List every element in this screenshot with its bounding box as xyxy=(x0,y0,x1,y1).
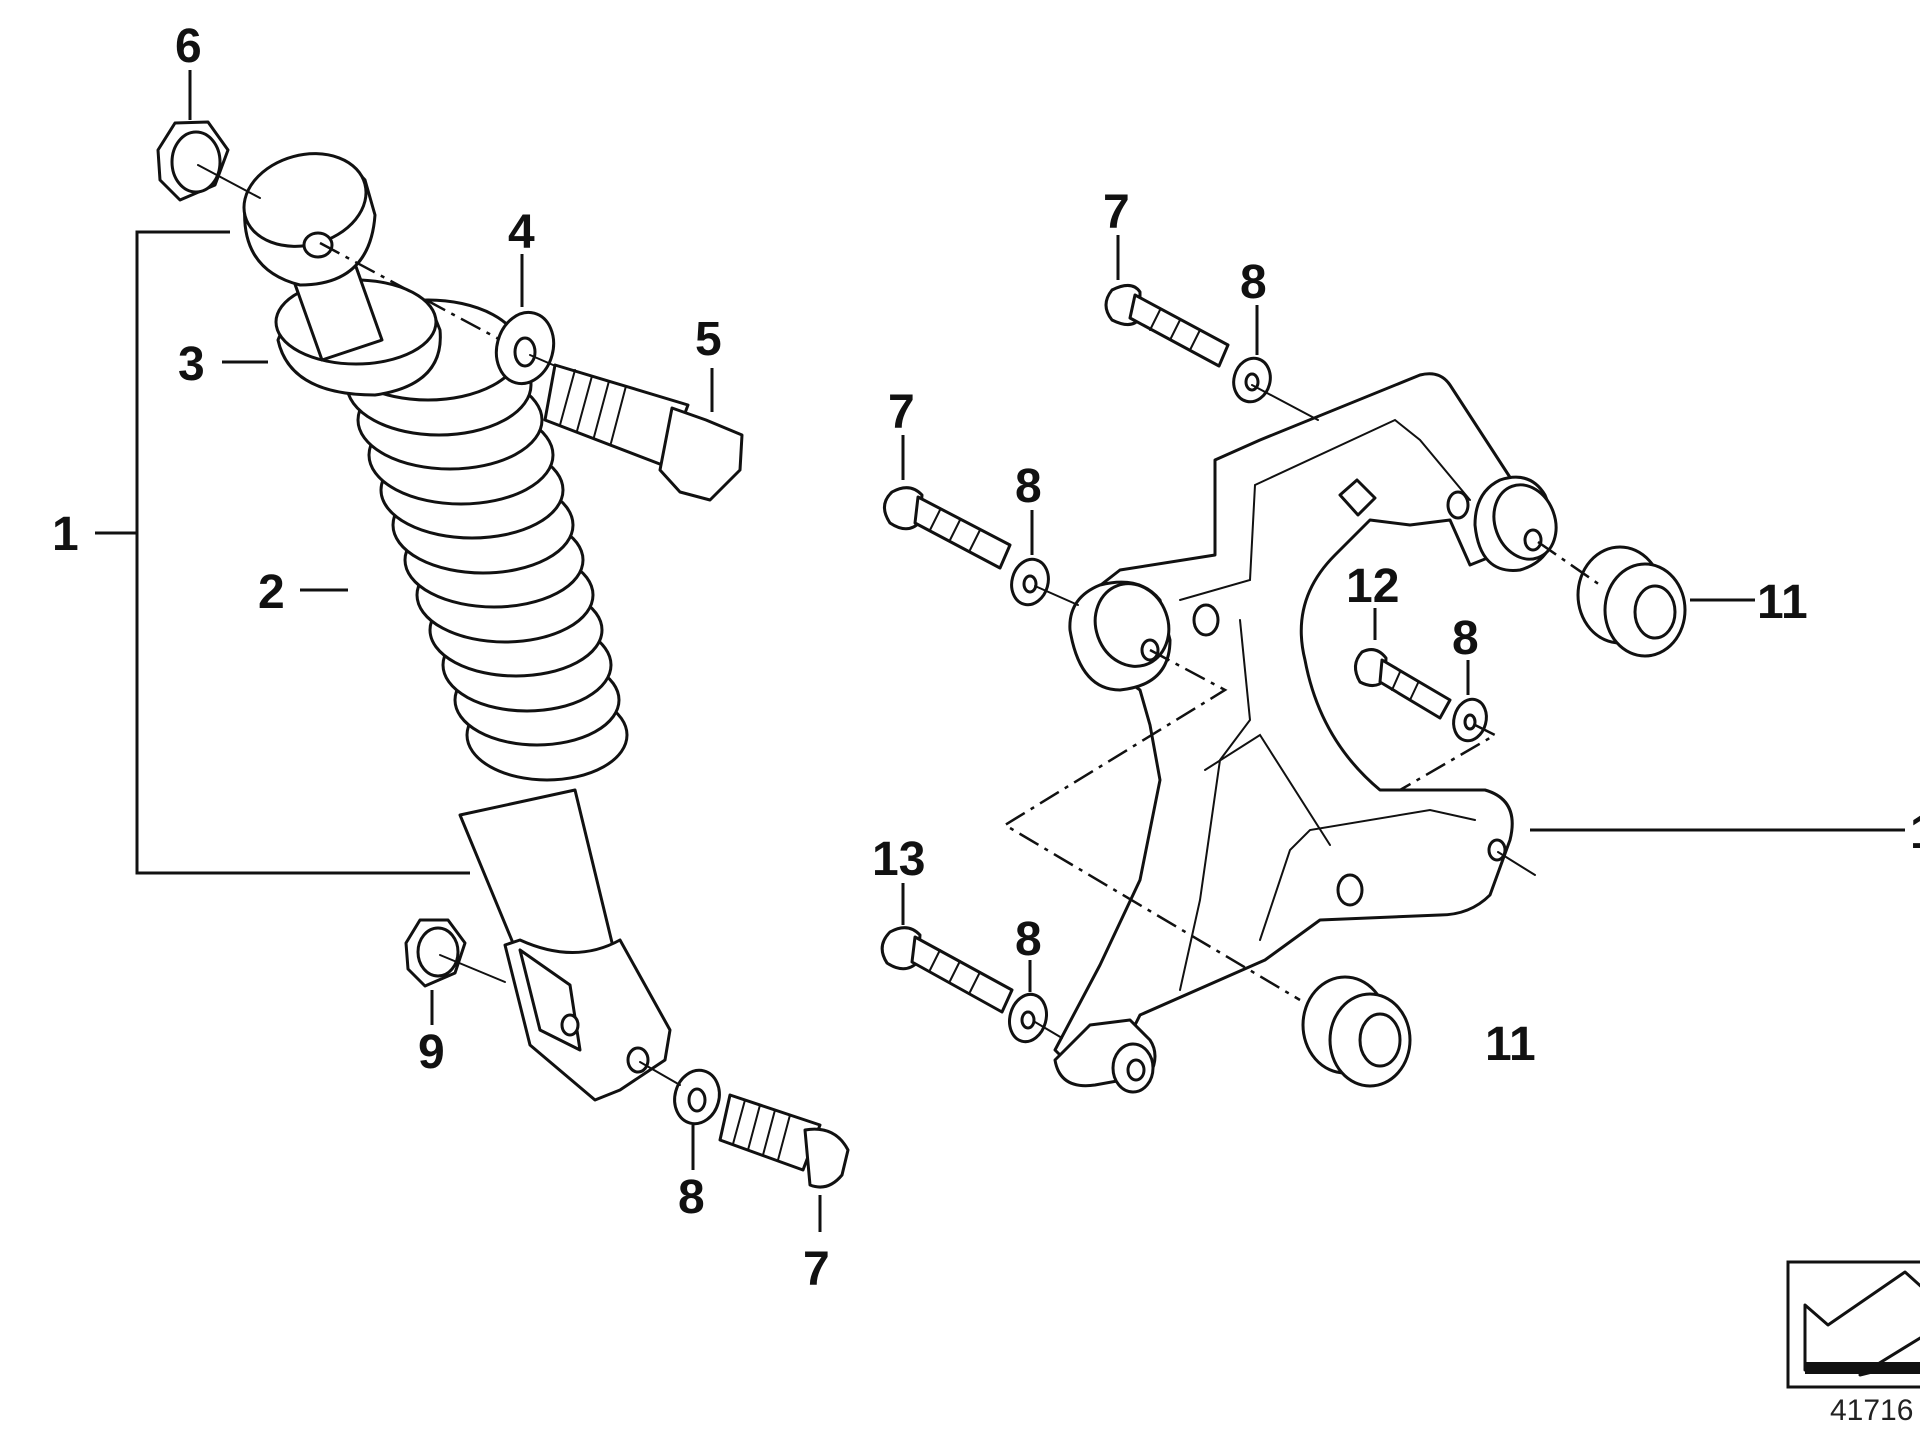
callout-12: 12 xyxy=(1346,560,1399,613)
bracket-body xyxy=(1053,372,1522,1087)
top-bolt xyxy=(1104,284,1230,368)
callout-8-lower-left: 8 xyxy=(678,1171,705,1224)
reference-number: 41716 xyxy=(1830,1394,1913,1427)
callout-7-lower-left: 7 xyxy=(803,1243,830,1296)
left-upper-bolt xyxy=(883,486,1012,570)
square-hole xyxy=(1338,478,1377,517)
center-bolt xyxy=(1354,648,1452,720)
callout-6: 6 xyxy=(175,20,202,73)
callout-labels: 1 2 3 4 5 6 9 8 7 7 8 7 8 12 8 13 8 11 1… xyxy=(52,20,1920,1296)
shock-absorber-assembly xyxy=(95,70,850,1232)
callout-11-lower: 11 xyxy=(1485,1018,1536,1071)
callout-8-center: 8 xyxy=(1452,612,1479,665)
upper-nut xyxy=(156,120,230,202)
callout-13: 13 xyxy=(872,833,925,886)
bracket-right-boss xyxy=(1473,475,1558,572)
bracket-bottom-boss xyxy=(1053,1018,1157,1094)
swingarm-bracket-assembly xyxy=(880,235,1905,1094)
upper-rubber-bushing xyxy=(1576,545,1687,658)
callout-7-top: 7 xyxy=(1103,186,1130,239)
upper-bolt xyxy=(543,363,744,502)
lower-shock-washer xyxy=(673,1068,721,1126)
bottom-washer xyxy=(1008,992,1048,1044)
bracket-left-boss xyxy=(1068,580,1172,692)
bracket-inner-relief xyxy=(1179,418,1476,991)
left-upper-washer xyxy=(1010,557,1050,607)
lower-shock-bolt xyxy=(718,1093,850,1189)
bracket-hole-left xyxy=(1192,603,1220,637)
bracket-hole-upper xyxy=(1446,490,1470,520)
center-washer xyxy=(1452,697,1488,743)
lower-rubber-bushing xyxy=(1301,975,1412,1088)
top-washer xyxy=(1232,356,1272,404)
top-eye-bushing xyxy=(242,152,377,287)
callout-3: 3 xyxy=(178,338,205,391)
assembly-bracket xyxy=(135,230,470,875)
callout-4: 4 xyxy=(508,206,535,259)
callout-11-upper: 11 xyxy=(1757,576,1808,629)
bottom-bolt xyxy=(880,926,1014,1014)
callout-8-left: 8 xyxy=(1015,460,1042,513)
callout-2: 2 xyxy=(258,566,285,619)
assembly-axis-upper-right xyxy=(1537,540,1601,587)
lower-clevis xyxy=(503,938,672,1102)
bracket-hole-right xyxy=(1487,838,1507,862)
callout-10-partial: 1 xyxy=(1910,806,1920,859)
orientation-icon xyxy=(1786,1260,1920,1389)
assembly-axis-center xyxy=(1399,723,1498,792)
upper-washer xyxy=(494,310,556,386)
callout-1: 1 xyxy=(52,508,79,561)
bracket-hole-lower xyxy=(1336,873,1364,907)
callout-5: 5 xyxy=(695,313,722,366)
lower-nut xyxy=(404,918,467,988)
callout-9: 9 xyxy=(418,1026,445,1079)
callout-8-top: 8 xyxy=(1240,256,1267,309)
assembly-axis-left xyxy=(1002,648,1301,1002)
damper-body xyxy=(458,788,617,973)
callout-7-left: 7 xyxy=(888,386,915,439)
callout-8-bottom: 8 xyxy=(1015,913,1042,966)
